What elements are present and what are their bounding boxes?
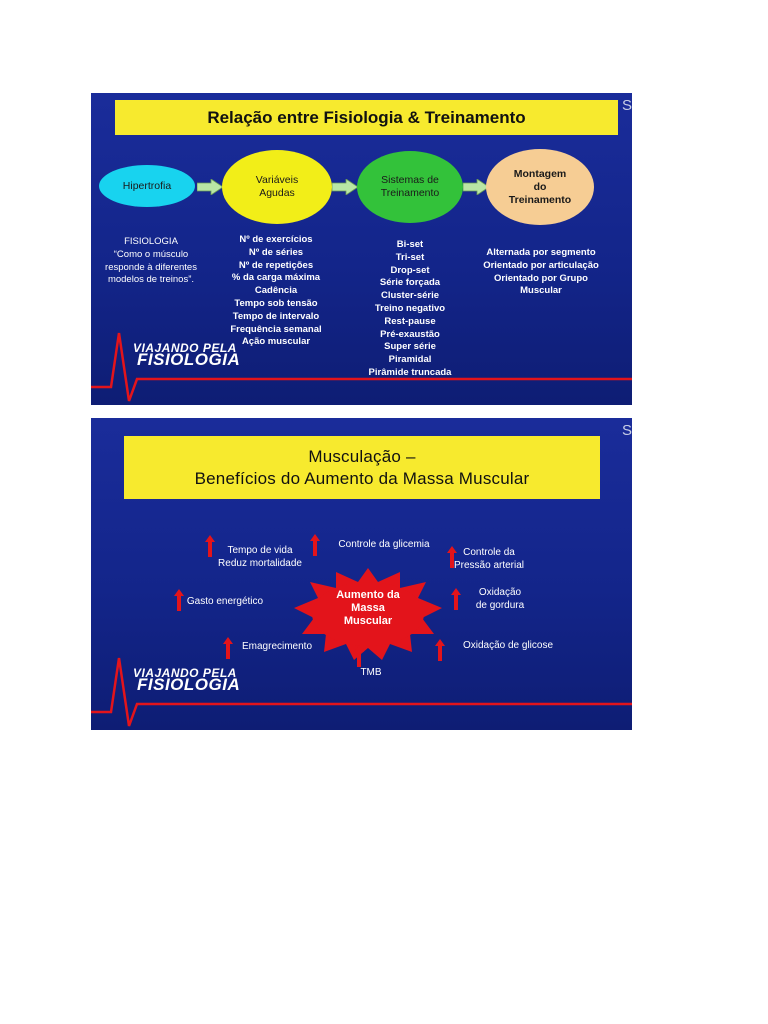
central-burst-shape (294, 568, 442, 660)
benefit-oxidacao-glicose: Oxidação de glicose (462, 640, 554, 651)
slide-title: Musculação – Benefícios do Aumento da Ma… (124, 436, 600, 499)
oval-label: Sistemas de Treinamento (380, 174, 440, 199)
heartbeat-line-icon (91, 332, 632, 402)
logo-viajando: VIAJANDO PELA (133, 666, 237, 680)
benefit-tmb: TMB (360, 667, 382, 678)
oval-label: Variáveis Agudas (255, 174, 299, 199)
slide-corner-letter: S (621, 422, 632, 439)
oval-sistemas-treinamento: Sistemas de Treinamento (357, 151, 463, 223)
text-sistemas-list: Bi-set Tri-set Drop-set Série forçada Cl… (368, 239, 452, 378)
arrow-up-icon (354, 645, 364, 667)
oval-label: Hipertrofia (122, 179, 172, 192)
benefit-gasto-energetico: Gasto energético (186, 596, 264, 607)
arrow-up-icon (205, 535, 215, 557)
benefit-oxidacao-gordura: Oxidação de gordura (475, 587, 525, 611)
arrow-up-icon (223, 637, 233, 659)
text-variaveis-list: Nº de exercícios Nº de séries Nº de repe… (230, 234, 322, 348)
arrow-up-icon (174, 589, 184, 611)
slide-corner-letter: S (621, 97, 632, 114)
heartbeat-line-icon (91, 657, 632, 727)
arrow-up-icon (435, 639, 445, 661)
slide-fisiologia-treinamento: S Relação entre Fisiologia & Treinamento… (91, 93, 632, 405)
text-fisiologia: FISIOLOGIA “Como o músculo responde à di… (105, 236, 197, 286)
arrow-right-icon (197, 179, 223, 195)
oval-variaveis-agudas: Variáveis Agudas (222, 150, 332, 224)
benefit-emagrecimento: Emagrecimento (241, 641, 313, 652)
arrow-up-icon (310, 534, 320, 556)
oval-label: Montagem do Treinamento (508, 167, 572, 206)
text-montagem-list: Alternada por segmento Orientado por art… (483, 247, 599, 297)
arrow-right-icon (463, 179, 489, 195)
center-label: Aumento da Massa Muscular (336, 589, 400, 627)
slide-beneficios-massa-muscular: S Musculação – Benefícios do Aumento da … (91, 418, 632, 730)
oval-montagem-treinamento: Montagem do Treinamento (486, 149, 594, 225)
arrow-right-icon (332, 179, 358, 195)
arrow-up-icon (447, 546, 457, 568)
logo-fisiologia: FISIOLOGIA (137, 350, 241, 369)
logo-viajando: VIAJANDO PELA (133, 341, 237, 355)
slide-title: Relação entre Fisiologia & Treinamento (115, 100, 618, 135)
oval-hipertrofia: Hipertrofia (99, 165, 195, 207)
arrow-up-icon (451, 588, 461, 610)
benefit-tempo-de-vida: Tempo de vida Reduz mortalidade (218, 545, 302, 569)
benefit-controle-glicemia: Controle da glicemia (338, 539, 430, 550)
title-line-2: Benefícios do Aumento da Massa Muscular (194, 468, 530, 488)
title-line-1: Musculação – (308, 446, 416, 466)
logo-fisiologia: FISIOLOGIA (137, 675, 241, 694)
benefit-controle-pressao: Controle da Pressão arterial (453, 547, 525, 571)
